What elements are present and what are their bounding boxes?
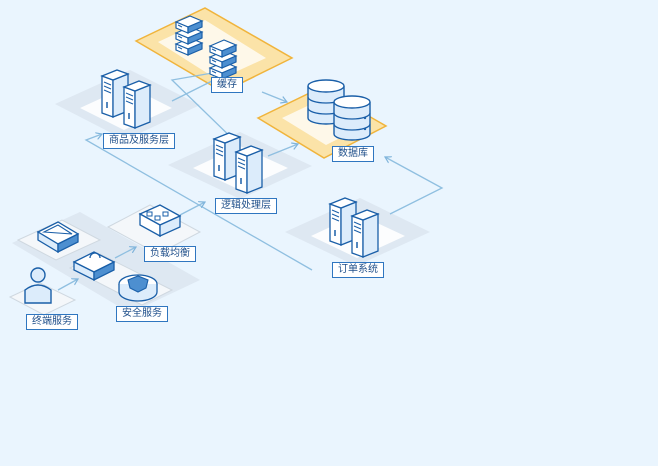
connector-terminal-to-edge	[57, 279, 78, 291]
label-load-balance: 负载均衡	[144, 246, 196, 262]
label-security: 安全服务	[116, 306, 168, 322]
shield-icon	[118, 274, 158, 302]
lock-icon	[72, 251, 116, 282]
router-icon	[138, 204, 182, 238]
connector-order-to-goods	[84, 134, 313, 271]
connector-edge-to-lb	[114, 247, 136, 259]
connector-lb-to-logic	[179, 202, 205, 216]
connector-logic-to-cache	[170, 72, 241, 147]
label-database: 数据库	[332, 146, 374, 162]
label-goods-service: 商品及服务层	[103, 133, 175, 149]
connector-order-to-database	[385, 157, 444, 215]
user-icon	[24, 267, 52, 304]
label-cache: 缓存	[211, 77, 243, 93]
connector-logic-to-database	[267, 144, 298, 157]
connector-cache-to-database	[261, 91, 287, 102]
label-order: 订单系统	[332, 262, 384, 278]
gateway-icon	[36, 221, 80, 254]
label-logic: 逻辑处理层	[215, 198, 277, 214]
label-terminal: 终端服务	[26, 314, 78, 330]
